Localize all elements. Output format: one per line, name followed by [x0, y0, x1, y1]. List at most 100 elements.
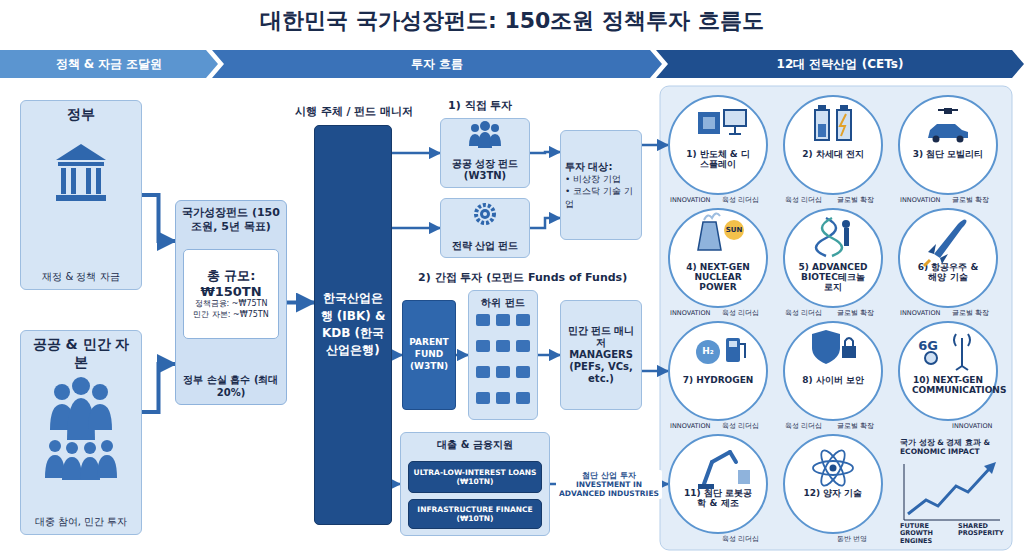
label-text: 육성 리더십 [722, 309, 768, 318]
battery-icon [815, 106, 851, 140]
mobility-icon [928, 108, 968, 143]
label-text: 국가 성장 & 경제 효과 & ECONOMIC IMPACT [900, 438, 1008, 456]
node-text: • 비상장 기업 [565, 173, 621, 185]
label-text: SUN [725, 226, 743, 234]
industry-circle: 1) 반도체 & 디스플레이 [668, 95, 768, 195]
connector [530, 152, 560, 153]
label-text: 육성 리더십 [785, 309, 831, 318]
label-text: INNOVATION [900, 309, 946, 317]
label-text: INNOVATION [952, 422, 998, 430]
diagram-title: 대한민국 국가성장펀드: 150조원 정책투자 흐름도 [0, 6, 1024, 36]
node-text: 투자 대상: [565, 160, 612, 173]
manager-box: 민간 펀드 매니저 MANAGERS (PEFs, VCs, etc.) [560, 300, 642, 410]
parent-fund: PARENT FUND (W3TN) [402, 300, 456, 410]
rocket-icon [924, 220, 967, 267]
antenna-icon [925, 334, 970, 370]
band-shape [656, 50, 1024, 78]
band-fill [656, 50, 1024, 78]
connector [392, 152, 440, 155]
fund-box: 공공 성장 펀드 (W3TN) [440, 118, 530, 188]
edge-label: 첨단 산업 투자 INVESTMENT IN ADVANCED INDUSTRI… [556, 470, 662, 499]
band-shape [0, 50, 218, 78]
growth-chart [904, 462, 1000, 520]
node-text: • 코스닥 기술 기업 [565, 185, 637, 209]
gear-icon [476, 205, 494, 223]
node-text: 대출 & 금융지원 [437, 438, 513, 451]
node-text: 민간 자본: ~₩75TN [193, 310, 268, 320]
fund-box: 국가성장펀드 (150조원, 5년 목표)정부 손실 흡수 (최대 20%)총 … [175, 200, 287, 405]
total-box: 총 규모: ₩150TN정책금융: ~₩75TN민간 자본: ~₩75TN [183, 249, 279, 339]
industry-circle: 2) 차세대 전지 [783, 95, 883, 195]
source-box: 정부재정 & 정책 자금 [20, 100, 142, 290]
atom-icon [813, 447, 853, 489]
node-text: 4) NEXT-GEN NUCLEAR POWER [682, 262, 754, 292]
government-icon [56, 144, 106, 201]
node-text: 정부 [67, 106, 95, 124]
loan-item: INFRASTRUCTURE FINANCE (₩10TN) [408, 499, 542, 529]
connector [142, 364, 175, 412]
label-text: SHARED PROSPERITY [958, 523, 1008, 538]
connector [642, 144, 668, 147]
node-text: 민간 펀드 매니저 MANAGERS (PEFs, VCs, etc.) [565, 325, 637, 385]
dna-icon [816, 218, 850, 256]
node-text: 전략 산업 펀드 [452, 240, 519, 252]
industry-circle: 6) 항공우주 & 해양 기술 [898, 208, 998, 308]
band-shape [212, 50, 662, 78]
nuclear-icon [698, 213, 744, 250]
connector [550, 483, 668, 486]
label-text: 육성 리더십 [722, 535, 768, 544]
fund-box: 전략 산업 펀드 [440, 198, 530, 258]
node-text: 11) 첨단 로봇공학 & 제조 [682, 488, 754, 508]
label-text: 육성 리더십 [722, 196, 768, 205]
label-text: 글로벌 확장 [837, 196, 883, 205]
node-text: 정부 손실 흡수 (최대 20%) [181, 374, 281, 399]
connector [142, 195, 175, 241]
connector [538, 354, 560, 357]
node-text: 재정 & 정책 자금 [42, 270, 119, 284]
node-text: 투자 흐름 [411, 56, 463, 73]
node-text: 6) 항공우주 & 해양 기술 [912, 262, 984, 282]
chip-monitor-icon [698, 110, 746, 134]
label-text: INNOVATION [670, 196, 716, 204]
node-text: 3) 첨단 모빌리티 [912, 149, 984, 159]
node-text: 하위 펀드 [481, 296, 524, 309]
loan-box: 대출 & 금융지원 ULTRA-LOW-INTEREST LOANS (₩10TN… [400, 432, 550, 536]
industry-circle: 7) HYDROGEN [668, 321, 768, 421]
industry-circle: 3) 첨단 모빌리티 [898, 95, 998, 195]
node-text: 1) 반도체 & 디스플레이 [682, 149, 754, 169]
node-text: PARENT FUND (W3TN) [407, 337, 451, 372]
band-arrow: 정책 & 자금 조달원 [0, 50, 218, 78]
node-text: ULTRA-LOW-INTEREST LOANS (₩10TN) [413, 468, 537, 486]
people-icon [45, 377, 117, 480]
label-text: 육성 리더십 [722, 422, 768, 431]
band-fill [212, 50, 662, 78]
label-text: H₂ [697, 346, 719, 356]
label-text: INNOVATION [670, 309, 716, 317]
band-arrow: 12대 전략산업 (CETs) [656, 50, 1024, 78]
target-box: 투자 대상:• 비상장 기업• 코스닥 기술 기업 [560, 130, 642, 240]
label-text: 글로벌 확장 [837, 309, 883, 318]
node-text: 12) 양자 기술 [797, 488, 869, 498]
loan-item: ULTRA-LOW-INTEREST LOANS (₩10TN) [408, 461, 542, 493]
source-box: 공공 & 민간 자본대중 참여, 민간 투자 [20, 330, 142, 535]
node-text: 한국산업은행 (IBK) & KDB (한국산업은행) [319, 290, 387, 360]
industry-circle: 4) NEXT-GEN NUCLEAR POWER [668, 208, 768, 308]
node-text: 12대 전략산업 (CETs) [777, 56, 904, 73]
label-text: 글로벌 확장 [952, 309, 998, 318]
manager-box: 시행 주체 / 펀드 매니저한국산업은행 (IBK) & KDB (한국산업은행… [314, 125, 392, 525]
node-text: 정책 & 자금 조달원 [56, 56, 163, 73]
connector [287, 301, 314, 305]
band-fill [0, 50, 218, 78]
band-arrow: 투자 흐름 [212, 50, 662, 78]
sub-fund-blocks [476, 314, 530, 404]
label-text: 육성 리더십 [785, 196, 831, 205]
node-text: 10) NEXT-GEN COMMUNICATIONS [912, 375, 984, 395]
node-text: 8) 사이버 보안 [797, 375, 869, 385]
industry-circle: 12) 양자 기술 [783, 434, 883, 534]
industry-circle: 10) NEXT-GEN COMMUNICATIONS [898, 321, 998, 421]
sub-fund-box: 하위 펀드 [468, 290, 538, 420]
